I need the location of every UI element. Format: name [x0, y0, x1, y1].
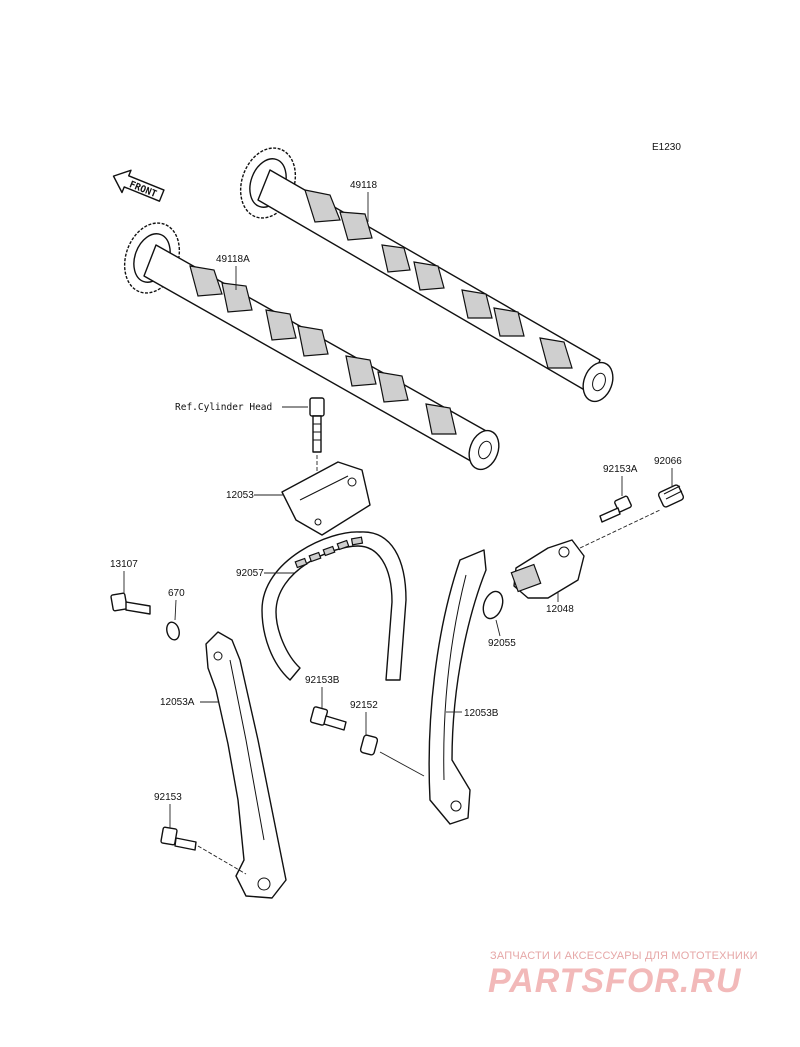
- label-13107: 13107: [110, 559, 138, 570]
- oring-92055[interactable]: [480, 589, 506, 621]
- camshaft-exhaust[interactable]: [231, 140, 618, 405]
- bolt-ref-cylinder-head[interactable]: [309, 397, 325, 453]
- label-92055: 92055: [488, 638, 516, 649]
- bolt-92153B[interactable]: [309, 706, 347, 731]
- chain-guide-left[interactable]: [205, 631, 287, 899]
- label-92057: 92057: [236, 568, 264, 579]
- label-92153A: 92153A: [603, 464, 638, 475]
- chain-guide-right[interactable]: [428, 549, 487, 825]
- label-12053A: 12053A: [160, 697, 195, 708]
- label-12053B: 12053B: [464, 708, 499, 719]
- label-49118A: 49118A: [216, 254, 250, 265]
- label-92066: 92066: [654, 456, 682, 467]
- reference-label: Ref.Cylinder Head: [175, 402, 272, 413]
- bolt-13107[interactable]: [110, 592, 151, 615]
- tensioner[interactable]: [510, 509, 661, 599]
- camshaft-intake[interactable]: [115, 215, 504, 473]
- diagram-code: E1230: [652, 142, 681, 153]
- front-arrow-icon: FRONT: [112, 169, 165, 202]
- label-92152: 92152: [350, 700, 378, 711]
- oring-670[interactable]: [165, 621, 181, 641]
- collar-92152[interactable]: [359, 734, 379, 756]
- bolt-92153A[interactable]: [599, 495, 632, 523]
- label-670: 670: [168, 588, 185, 599]
- label-12048: 12048: [546, 604, 574, 615]
- plug-92066[interactable]: [657, 484, 685, 508]
- camshaft-chain[interactable]: [261, 531, 407, 681]
- label-92153: 92153: [154, 792, 182, 803]
- bolt-92153[interactable]: [160, 826, 197, 851]
- chain-guide-upper[interactable]: [281, 461, 371, 536]
- label-12053: 12053: [226, 490, 254, 501]
- watermark-tagline: ЗАПЧАСТИ И АКСЕССУАРЫ ДЛЯ МОТОТЕХНИКИ: [490, 950, 758, 962]
- label-92153B: 92153B: [305, 675, 340, 686]
- label-49118: 49118: [350, 180, 378, 191]
- watermark-logo: PARTSFOR.RU: [488, 962, 742, 1000]
